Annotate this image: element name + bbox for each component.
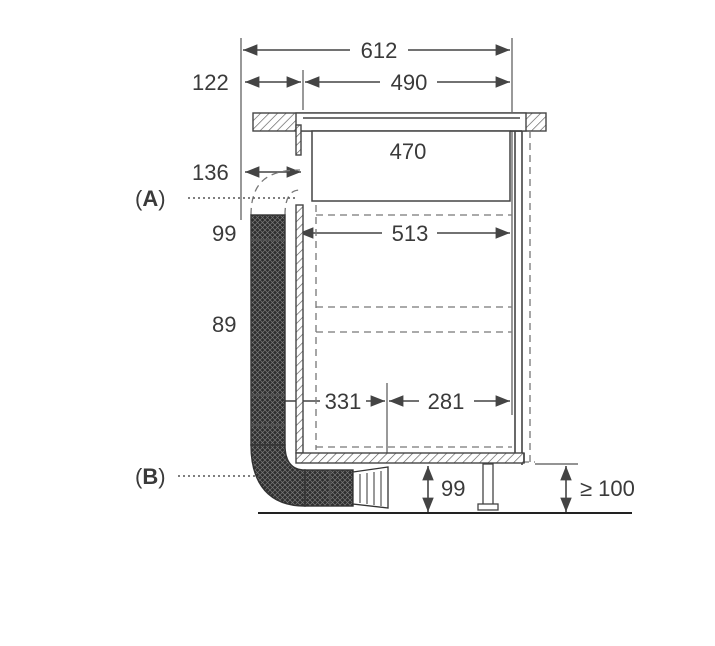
dim-89: 89 <box>212 312 236 337</box>
dim-122: 122 <box>192 70 229 95</box>
dim-99-top: 99 <box>212 221 236 246</box>
dim-min-100: ≥ 100 <box>580 476 635 501</box>
cooktop-unit <box>311 130 523 465</box>
dim-470: 470 <box>390 139 427 164</box>
dim-490: 490 <box>391 70 428 95</box>
dim-513: 513 <box>392 221 429 246</box>
label-a: (A) <box>135 186 166 211</box>
cabinet <box>295 124 535 464</box>
cabinet-leg <box>477 463 499 511</box>
label-b: (B) <box>135 464 166 489</box>
duct-system <box>250 169 389 509</box>
dim-331: 331 <box>325 389 362 414</box>
dim-99-plinth: 99 <box>441 476 465 501</box>
dim-281: 281 <box>428 389 465 414</box>
extension-lines <box>240 38 513 460</box>
dim-136: 136 <box>192 160 229 185</box>
worktop <box>252 112 547 132</box>
dim-612: 612 <box>361 38 398 63</box>
